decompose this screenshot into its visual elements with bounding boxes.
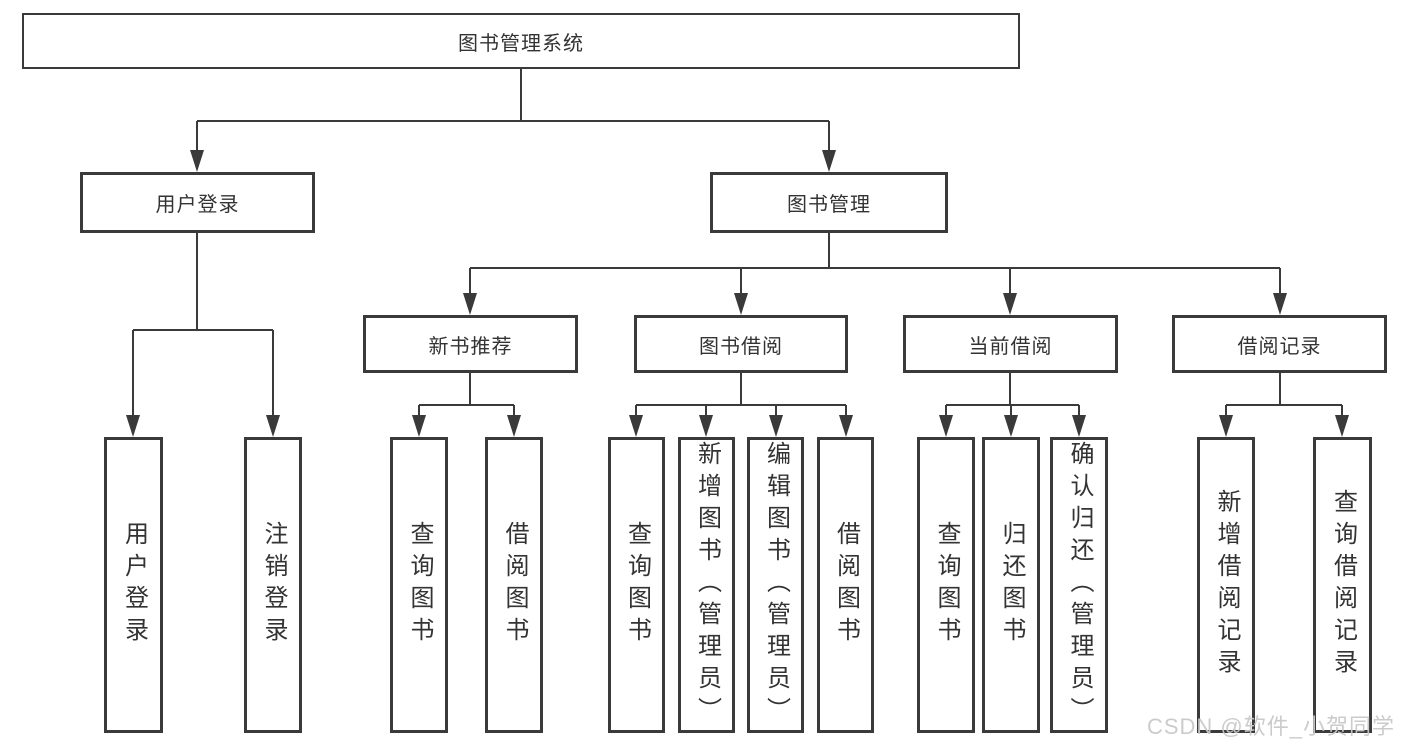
leaf-return-books-label: 归还图书 bbox=[998, 521, 1025, 649]
leaf-return-books: 归还图书 bbox=[982, 437, 1040, 733]
leaf-confirm-return-admin: 确认归还（管理员） bbox=[1050, 437, 1108, 733]
node-new-book-recommend: 新书推荐 bbox=[363, 315, 578, 373]
node-user-login: 用户登录 bbox=[80, 172, 315, 233]
leaf-add-books-admin-label: 新增图书（管理员） bbox=[693, 441, 721, 729]
node-book-management-label: 图书管理 bbox=[787, 194, 871, 216]
node-library-system: 图书管理系统 bbox=[22, 13, 1020, 69]
leaf-borrow-query-books-label: 查询图书 bbox=[623, 521, 651, 649]
node-new-book-recommend-label: 新书推荐 bbox=[428, 335, 513, 358]
leaf-borrow-books: 借阅图书 bbox=[817, 437, 874, 733]
leaf-add-borrow-record-label: 新增借阅记录 bbox=[1213, 489, 1240, 681]
leaf-borrow-query-books: 查询图书 bbox=[608, 437, 665, 733]
leaf-borrow-books-label: 借阅图书 bbox=[832, 521, 860, 649]
leaf-user-login: 用户登录 bbox=[104, 437, 163, 733]
node-book-borrow: 图书借阅 bbox=[634, 315, 848, 373]
node-book-borrow-label: 图书借阅 bbox=[699, 335, 783, 358]
arrowheads bbox=[126, 150, 1349, 437]
leaf-recommend-borrow-books-label: 借阅图书 bbox=[501, 521, 528, 649]
node-user-login-label: 用户登录 bbox=[155, 194, 240, 216]
leaf-current-query-books: 查询图书 bbox=[917, 437, 975, 733]
node-borrow-records-label: 借阅记录 bbox=[1237, 335, 1322, 358]
leaf-recommend-query-books: 查询图书 bbox=[390, 437, 448, 733]
connector-paths bbox=[132, 69, 1343, 419]
leaf-logout: 注销登录 bbox=[244, 437, 302, 733]
leaf-current-query-books-label: 查询图书 bbox=[933, 521, 960, 649]
leaf-edit-books-admin: 编辑图书（管理员） bbox=[747, 437, 804, 733]
leaf-recommend-query-books-label: 查询图书 bbox=[406, 521, 433, 649]
node-current-borrow-label: 当前借阅 bbox=[968, 335, 1053, 358]
node-book-management: 图书管理 bbox=[710, 172, 948, 233]
node-borrow-records: 借阅记录 bbox=[1172, 315, 1387, 373]
leaf-logout-label: 注销登录 bbox=[260, 521, 287, 649]
leaf-query-borrow-record-label: 查询借阅记录 bbox=[1329, 489, 1357, 681]
leaf-edit-books-admin-label: 编辑图书（管理员） bbox=[762, 441, 790, 729]
node-current-borrow: 当前借阅 bbox=[903, 315, 1118, 373]
leaf-recommend-borrow-books: 借阅图书 bbox=[485, 437, 543, 733]
leaf-confirm-return-admin-label: 确认归还（管理员） bbox=[1066, 441, 1093, 729]
leaf-add-borrow-record: 新增借阅记录 bbox=[1197, 437, 1255, 733]
leaf-add-books-admin: 新增图书（管理员） bbox=[678, 437, 735, 733]
leaf-query-borrow-record: 查询借阅记录 bbox=[1313, 437, 1372, 733]
node-library-system-label: 图书管理系统 bbox=[458, 32, 584, 55]
leaf-user-login-label: 用户登录 bbox=[120, 521, 148, 649]
csdn-watermark: CSDN @软件_小贺同学 bbox=[1146, 714, 1395, 739]
